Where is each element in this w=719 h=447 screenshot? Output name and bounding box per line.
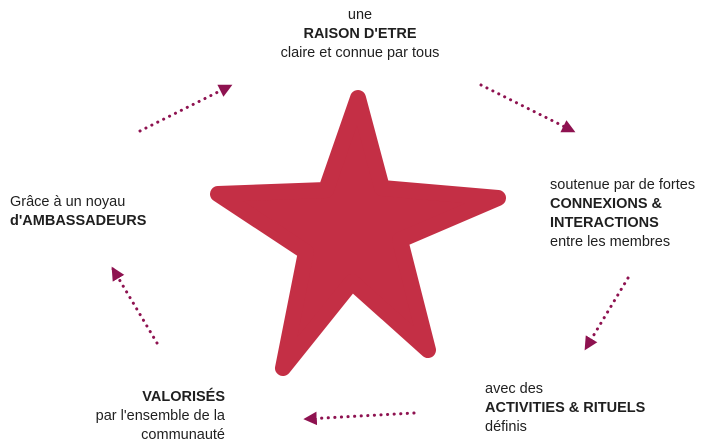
label-right-pre: soutenue par de fortes bbox=[550, 177, 696, 193]
label-br-bold: ACTIVITIES & RITUELS bbox=[485, 400, 646, 416]
starfish-shape bbox=[210, 90, 506, 376]
label-top-bold: RAISON D'ETRE bbox=[303, 26, 417, 42]
label-left-bold: d'AMBASSADEURS bbox=[10, 213, 147, 229]
label-connexions: soutenue par de fortes CONNEXIONS & INTE… bbox=[550, 176, 718, 252]
label-right-bold2: INTERACTIONS bbox=[550, 215, 659, 231]
arrow-top-to-right bbox=[479, 83, 576, 133]
label-ambassadeurs: Grâce à un noyau d'AMBASSADEURS bbox=[10, 193, 160, 231]
arrow-left-to-top bbox=[138, 84, 233, 133]
label-top-post: claire et connue par tous bbox=[280, 45, 440, 61]
label-activities: avec des ACTIVITIES & RITUELS définis bbox=[485, 380, 685, 437]
label-bl-post2: communauté bbox=[141, 427, 225, 443]
label-right-bold1: CONNEXIONS & bbox=[550, 196, 662, 212]
arrow-bottom-left-to-left bbox=[111, 266, 159, 345]
label-raison-detre: une RAISON D'ETRE claire et connue par t… bbox=[240, 6, 480, 63]
label-br-pre: avec des bbox=[485, 381, 544, 397]
label-top-pre: une bbox=[347, 7, 373, 23]
label-br-post: définis bbox=[485, 419, 527, 435]
label-right-post: entre les membres bbox=[550, 234, 671, 250]
label-bl-bold: VALORISÉS bbox=[142, 389, 225, 405]
arrow-bottom-right-to-bottom-left bbox=[303, 411, 416, 426]
label-valorises: VALORISÉS par l'ensemble de la communaut… bbox=[40, 388, 225, 445]
label-left-pre: Grâce à un noyau bbox=[10, 194, 126, 210]
label-bl-post1: par l'ensemble de la bbox=[95, 408, 225, 424]
arrow-right-to-bottom-right bbox=[584, 276, 630, 351]
